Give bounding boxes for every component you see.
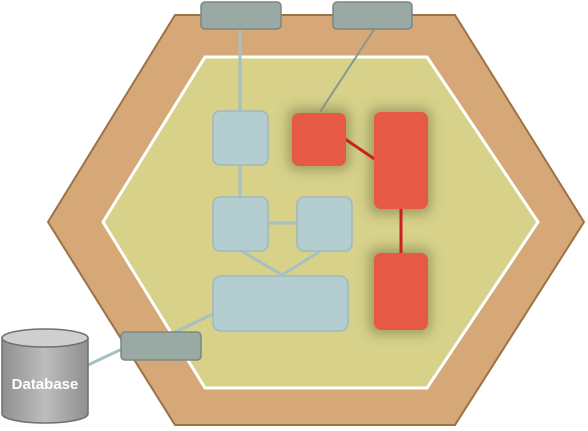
database-label: Database	[12, 376, 79, 393]
connector-left-box-to-aggregate	[239, 248, 283, 277]
connector-right-box-to-aggregate	[281, 248, 323, 277]
adapter-port-database	[120, 331, 202, 361]
adapter-port-top-left	[200, 1, 282, 30]
highlight-links	[344, 137, 403, 254]
database-cylinder-body	[1, 337, 89, 424]
connector-top-right-port-to-red-box	[319, 27, 376, 113]
connector-port-to-database	[87, 347, 123, 367]
database: Database	[1, 328, 89, 424]
domain-component-middle-right	[296, 196, 353, 252]
highlighted-component-small	[292, 113, 346, 166]
highlight-link-1	[344, 137, 377, 162]
highlighted-component-bottom	[374, 253, 428, 330]
domain-component-aggregate	[212, 275, 349, 332]
database-cylinder-top	[1, 328, 89, 348]
domain-component-middle-left	[212, 196, 269, 252]
adapter-port-top-right	[332, 1, 413, 30]
domain-component-top	[212, 110, 269, 166]
highlighted-component-tall	[374, 112, 428, 209]
